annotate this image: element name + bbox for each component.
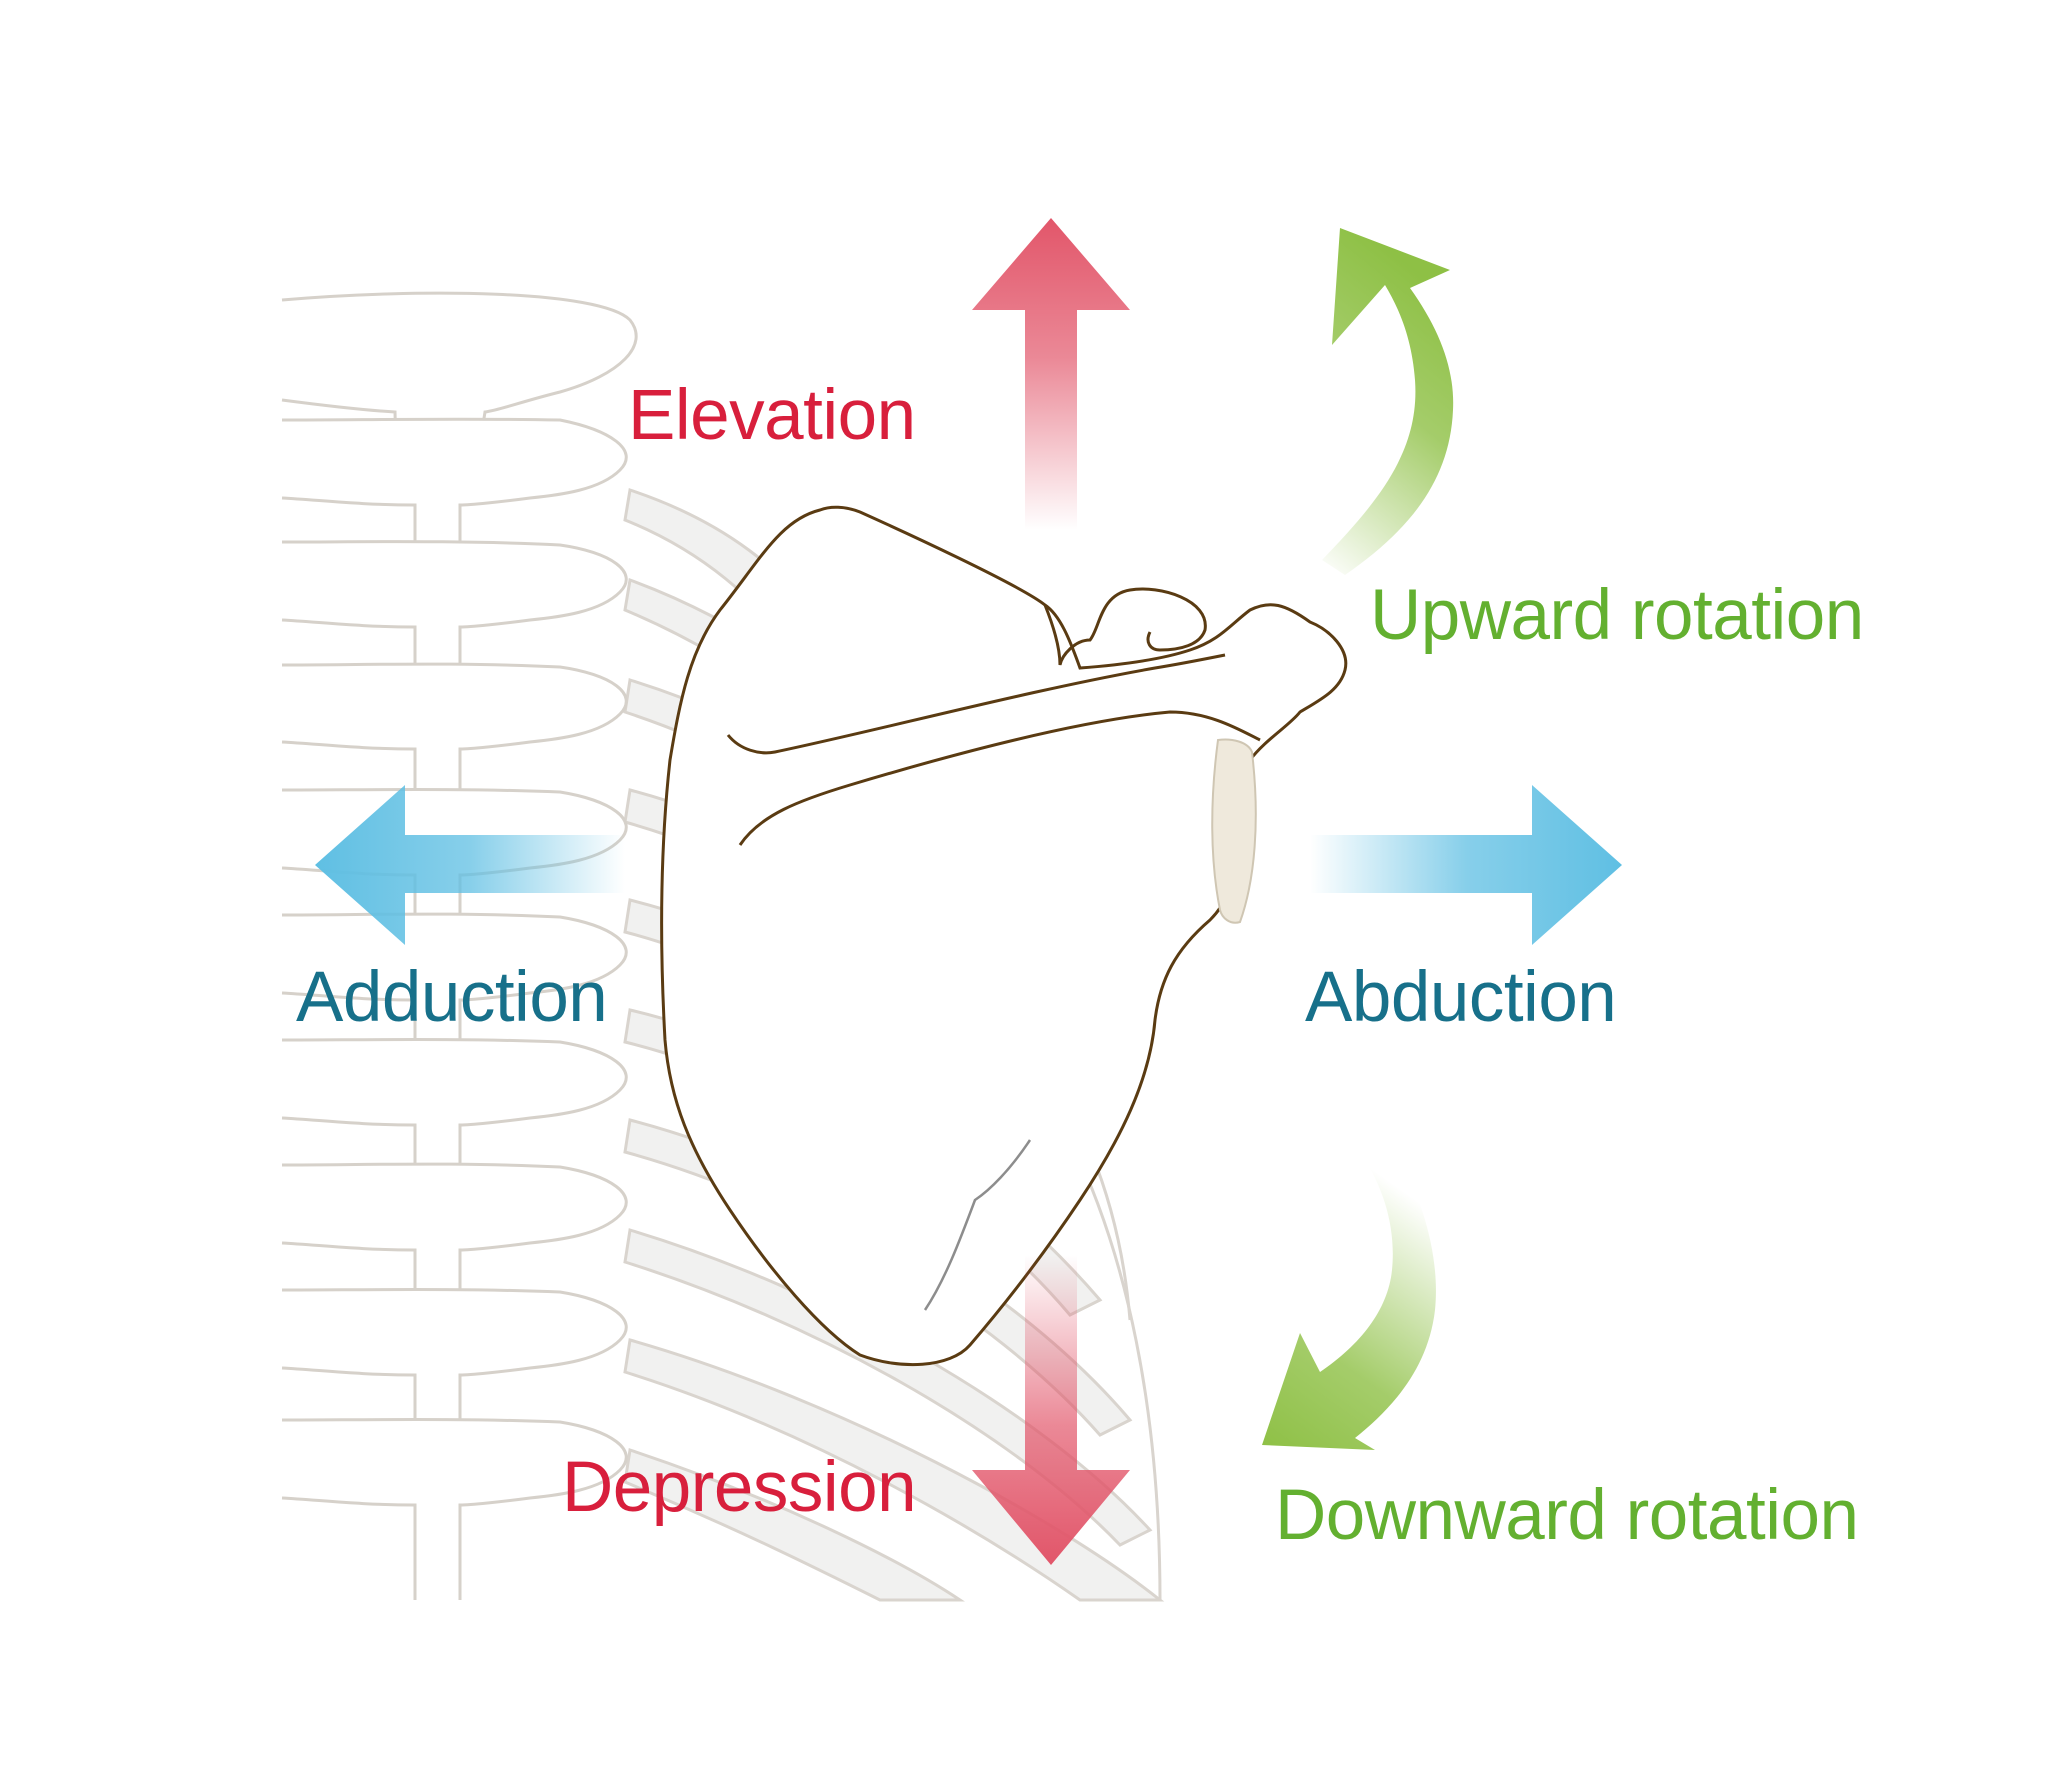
coracoid-process — [1043, 587, 1207, 666]
vertebra — [281, 291, 638, 472]
depression-arrow — [972, 1255, 1130, 1565]
vertebral-column — [281, 291, 638, 1600]
downward-rotation-arrow — [1262, 1140, 1436, 1450]
scapular-spine — [726, 653, 1226, 755]
abduction-label: Abduction — [1305, 958, 1617, 1037]
downward-rotation-label: Downward rotation — [1275, 1476, 1859, 1555]
elevation-arrow — [972, 218, 1130, 530]
vertebra — [281, 540, 628, 713]
vertebra — [281, 417, 628, 588]
scapular-spine-lower — [738, 710, 1261, 846]
adduction-label: Adduction — [296, 958, 608, 1037]
adduction-arrow — [315, 785, 625, 945]
scapula-outline — [660, 505, 1348, 1367]
vertebra — [281, 912, 628, 1088]
vertebra — [281, 1418, 628, 1600]
vertebra — [281, 1038, 628, 1213]
elevation-label: Elevation — [628, 376, 916, 455]
rib — [623, 1448, 965, 1602]
glenoid-cavity — [1211, 738, 1257, 924]
upward-rotation-arrow — [1322, 228, 1454, 575]
lateral-border-detail — [923, 1139, 1032, 1311]
vertebra — [281, 1288, 628, 1463]
vertebra — [281, 662, 628, 838]
scapula — [660, 505, 1348, 1367]
abduction-arrow — [1310, 785, 1622, 945]
depression-label: Depression — [562, 1448, 917, 1527]
upward-rotation-label: Upward rotation — [1370, 576, 1864, 655]
vertebra — [281, 1162, 628, 1343]
